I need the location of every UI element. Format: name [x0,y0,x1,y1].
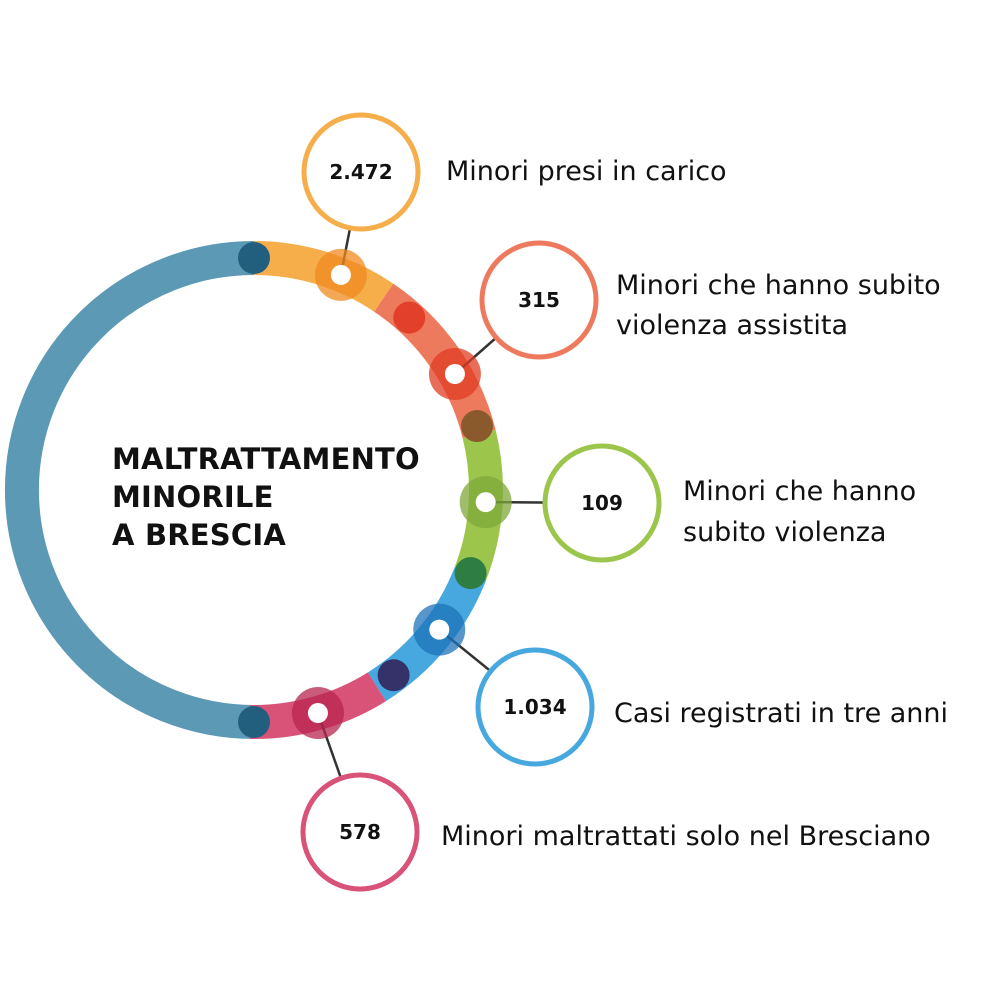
stat-value-presi-in-carico: 2.472 [329,160,392,184]
marker-dot-casi-registrati [429,619,450,640]
ring-separator-dot-6 [238,706,270,738]
stat-label-violenza-line-1: Minori che hanno [683,476,916,507]
ring-separator-dot-3 [461,410,494,443]
stat-bubble-casi-registrati [475,647,595,767]
ring-main-arc [5,241,255,739]
title-line-2: MINORILE [112,480,274,514]
marker-dot-presi-in-carico [330,264,351,285]
stat-bubble-violenza [542,443,662,563]
marker-dot-maltrattati-bresciano [307,703,328,724]
title-line-3: A BRESCIA [112,518,286,552]
stat-value-casi-registrati: 1.034 [503,695,566,719]
stat-label-violenza-line-2: subito violenza [683,517,886,548]
stat-value-violenza: 109 [581,491,623,515]
ring-separator-dot-1 [238,242,270,274]
stat-label-violenza-assistita-line-1: Minori che hanno subito [616,270,941,301]
stat-bubble-violenza-assistita [479,240,599,360]
title-line-1: MALTRATTAMENTO [112,442,420,476]
marker-dot-violenza-assistita [444,364,465,384]
stat-value-maltrattati-bresciano: 578 [339,820,381,844]
stat-value-violenza-assistita: 315 [518,288,560,312]
stat-bubble-presi-in-carico [301,112,421,232]
stat-label-presi-in-carico-line-1: Minori presi in carico [446,156,727,187]
ring-separator-dot-4 [454,557,487,590]
stat-label-maltrattati-bresciano-line-1: Minori maltrattati solo nel Bresciano [441,821,931,852]
marker-dot-violenza [475,492,496,513]
ring-separator-dot-5 [377,659,410,692]
stat-label-violenza-assistita-line-2: violenza assistita [616,310,848,341]
ring-separator-dot-2 [393,301,426,334]
stat-bubble-maltrattati-bresciano [300,772,420,892]
infographic-title: MALTRATTAMENTO MINORILE A BRESCIA [112,440,442,554]
stat-label-casi-registrati-line-1: Casi registrati in tre anni [614,698,948,729]
